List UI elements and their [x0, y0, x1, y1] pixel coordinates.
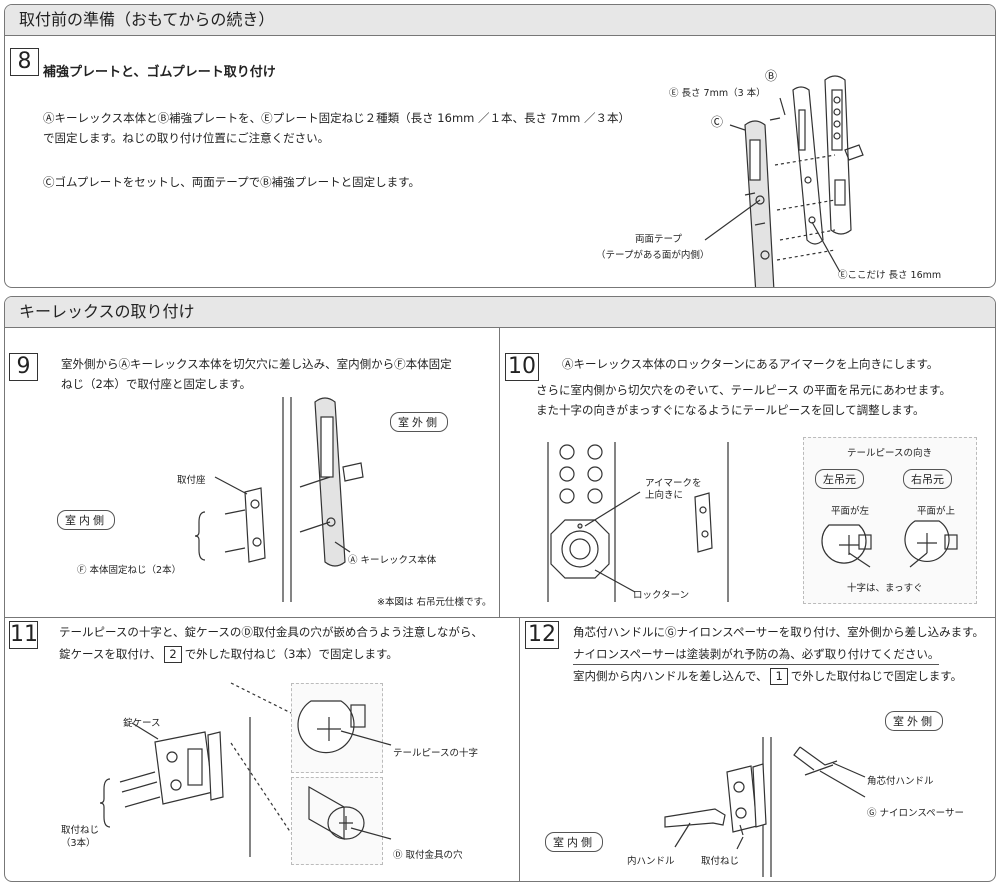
prep-panel: 取付前の準備（おもてからの続き） 8 補強プレートと、ゴムプレート取り付け Ⓐキ…	[4, 4, 996, 288]
label-fix-screw: 取付ねじ	[701, 856, 740, 867]
label-b: Ⓑ	[765, 69, 778, 83]
tag-inside-9: 室内側	[57, 510, 115, 530]
tailpiece-orientation-diagram	[821, 520, 958, 568]
label-keyless-body: Ⓐ キーレックス本体	[348, 555, 437, 566]
step-10-text-1: Ⓐキーレックス本体のロックターンにあるアイマークを上向きにします。	[562, 357, 939, 371]
step-9-illustration	[194, 397, 364, 602]
step-12-illustration	[664, 737, 866, 877]
label-eye-mark-2: 上向きに	[645, 490, 684, 501]
prep-section-title: 取付前の準備（おもてからの続き）	[5, 5, 995, 36]
label-lock-turn: ロックターン	[633, 590, 690, 601]
step-12-text-2: ナイロンスペーサーは塗装剥がれ予防の為、必ず取り付けてください。	[573, 645, 940, 665]
step-11-number: 11	[9, 621, 38, 649]
step-8-text-2: で固定します。ねじの取り付け位置にご注意ください。	[43, 131, 330, 145]
label-e-short: Ⓔ 長さ 7mm（3 本）	[669, 88, 766, 99]
step-8-heading: 補強プレートと、ゴムプレート取り付け	[43, 65, 276, 80]
label-eye-mark: アイマークを	[645, 478, 702, 489]
label-e-long: Ⓔここだけ 長さ 16mm	[838, 270, 942, 281]
tag-outside-9: 室外側	[390, 412, 448, 432]
label-tailpiece-cross: テールピースの十字	[393, 748, 479, 759]
tailpiece-detail-box	[803, 437, 977, 604]
grid-divider-top	[499, 328, 500, 617]
label-flat-left: 平面が左	[831, 506, 870, 517]
label-inner-handle: 内ハンドル	[627, 856, 675, 867]
label-seat: 取付座	[177, 475, 206, 486]
step-12-text-3b: で外した取付ねじで固定します。	[790, 669, 963, 683]
step-12-text-1: 角芯付ハンドルにⒼナイロンスペーサーを取り付け、室外側から差し込みます。	[573, 625, 985, 639]
step-10-number: 10	[505, 353, 539, 381]
label-c: Ⓒ	[711, 115, 724, 129]
tag-right-hinge: 右吊元	[903, 469, 952, 489]
label-tape-note: （テープがある面が内側）	[596, 250, 710, 261]
plate-assembly-illustration	[704, 75, 864, 287]
step-11-illustration	[99, 717, 251, 857]
step-8-text-1: Ⓐキーレックス本体とⒷ補強プレートを、Ⓔプレート固定ねじ２種類（長さ 16mm …	[43, 111, 631, 125]
detail-title: テールピースの向き	[847, 448, 933, 459]
label-flat-up: 平面が上	[917, 506, 956, 517]
tag-left-hinge: 左吊元	[815, 469, 864, 489]
label-tape: 両面テープ	[635, 234, 682, 245]
install-panel: キーレックスの取り付け 9 室外側からⒶキーレックス本体を切欠穴に差し込み、室内…	[4, 296, 996, 882]
tag-inside-12: 室内側	[545, 832, 603, 852]
step-10-text-3: また十字の向きがまっすぐになるようにテールピースを回して調整します。	[536, 403, 925, 417]
step-9-number: 9	[9, 353, 38, 381]
step-9-text-1: 室外側からⒶキーレックス本体を切欠穴に差し込み、室内側からⒻ本体固定	[61, 357, 452, 371]
step-12-text-3a: 室内側から内ハンドルを差し込んで、	[573, 669, 768, 683]
label-body-screw: Ⓕ 本体固定ねじ（2本）	[77, 565, 182, 576]
label-cross-straight: 十字は、まっすぐ	[847, 583, 923, 594]
label-mount-screws-2: （3本）	[61, 838, 96, 849]
step-11-details	[230, 682, 392, 841]
note-right-hinge: ※本図は 右吊元仕様です。	[377, 597, 492, 608]
lock-turn-illustration	[547, 442, 729, 602]
step-8-text-3: Ⓒゴムプレートをセットし、両面テープでⒷ補強プレートと固定します。	[43, 175, 420, 189]
label-nylon-spacer: Ⓖ ナイロンスペーサー	[867, 808, 964, 819]
install-section-title: キーレックスの取り付け	[5, 297, 995, 328]
step-12-number: 12	[525, 621, 559, 649]
step-10-text-2: さらに室内側から切欠穴をのぞいて、テールピース の平面を吊元にあわせます。	[536, 383, 952, 397]
label-square-shaft-handle: 角芯付ハンドル	[867, 776, 934, 787]
step-9-text-2: ねじ（2本）で取付座と固定します。	[61, 377, 252, 391]
mount-hole-detail	[291, 777, 383, 865]
step-11-text-2a: 錠ケースを取付け、	[59, 647, 162, 661]
grid-divider-bottom	[519, 617, 520, 881]
step-ref-1: 1	[770, 668, 788, 685]
label-mount-hole: Ⓓ 取付金具の穴	[393, 850, 463, 861]
tag-outside-12: 室外側	[885, 711, 943, 731]
step-ref-2: 2	[164, 646, 182, 663]
step-11-text-2b: で外した取付ねじ（3本）で固定します。	[184, 647, 398, 661]
grid-divider-horizontal	[5, 617, 995, 618]
step-8-number: 8	[10, 48, 39, 76]
label-lock-case: 錠ケース	[123, 718, 161, 729]
step-11-text-1: テールピースの十字と、錠ケースのⒹ取付金具の穴が嵌め合うよう注意しながら、	[59, 625, 483, 639]
label-mount-screws: 取付ねじ	[61, 825, 100, 836]
